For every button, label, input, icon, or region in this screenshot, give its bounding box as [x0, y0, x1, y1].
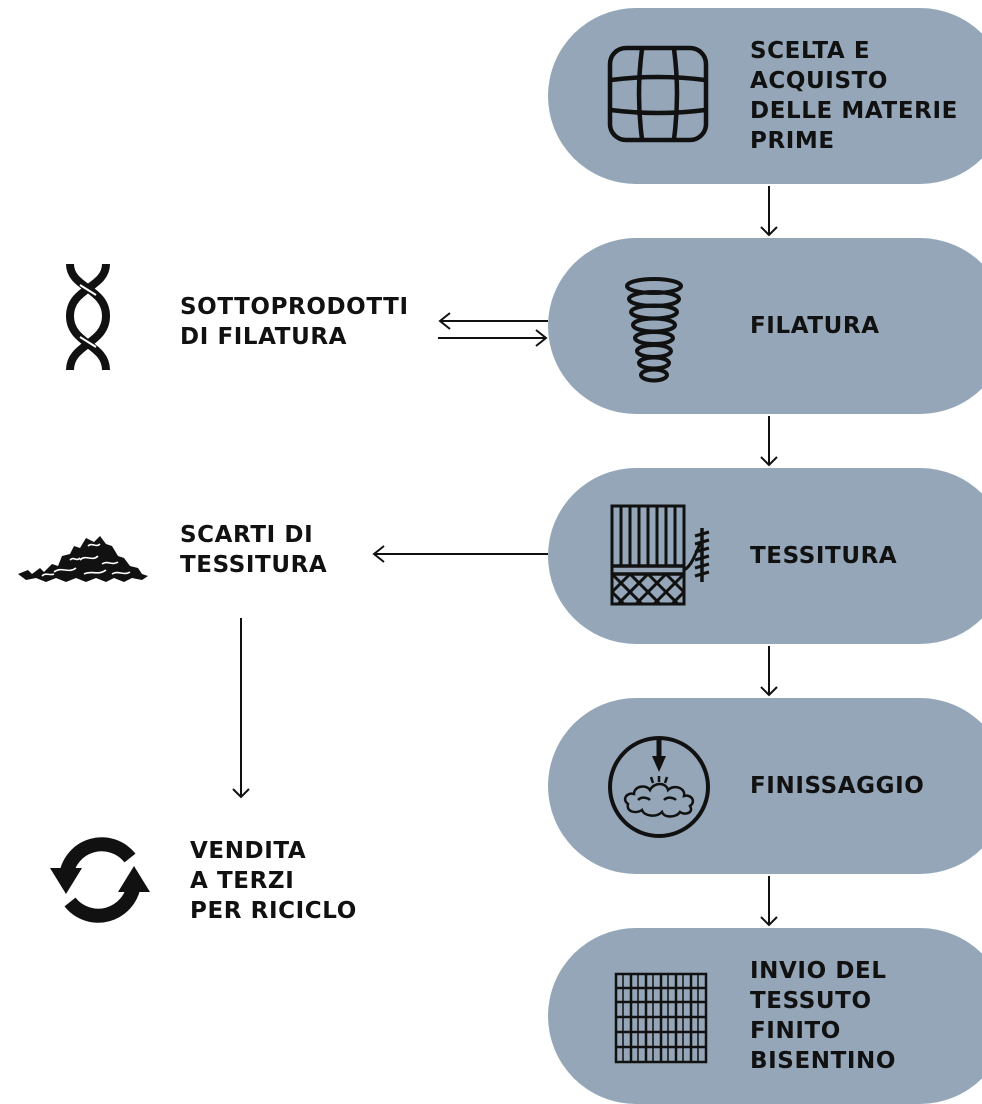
twisted-yarn-icon [58, 258, 118, 380]
flow-step-shipping: INVIO DEL TESSUTO FINITO BISENTINO [548, 928, 982, 1104]
arrow-4-to-5 [760, 876, 778, 927]
arrow-scraps-to-resale [232, 618, 250, 799]
flow-step-1-line-3: DELLE MATERIE [750, 98, 958, 124]
recycle-arrows-icon [44, 832, 156, 932]
flow-step-raw-materials: SCELTA E ACQUISTO DELLE MATERIE PRIME [548, 8, 982, 184]
flow-step-1-line-1: SCELTA E [750, 38, 871, 64]
wool-bale-icon [606, 44, 710, 148]
scraps-label: SCARTI DI TESSITURA [180, 520, 327, 580]
flow-step-5-line-2: TESSUTO [750, 988, 872, 1014]
scraps-line-1: SCARTI DI [180, 522, 314, 548]
fabric-grid-icon [614, 972, 708, 1068]
flow-step-finishing: FINISSAGGIO [548, 698, 982, 874]
resale-label: VENDITA A TERZI PER RICICLO [190, 836, 357, 926]
flow-step-5-line-3: FINITO [750, 1018, 841, 1044]
arrow-2-to-3 [760, 416, 778, 467]
flow-step-5-line-4: BISENTINO [750, 1048, 897, 1074]
finishing-spray-icon [606, 734, 712, 844]
flow-step-weaving: TESSITURA [548, 468, 982, 644]
byproducts-label: SOTTOPRODOTTI DI FILATURA [180, 292, 409, 352]
arrow-1-to-2 [760, 186, 778, 237]
resale-line-3: PER RICICLO [190, 898, 357, 924]
flow-step-4-line-1: FINISSAGGIO [750, 773, 925, 799]
arrow-3-to-4 [760, 646, 778, 697]
scrap-pile-icon [14, 530, 150, 590]
resale-line-1: VENDITA [190, 838, 307, 864]
flow-step-1-line-2: ACQUISTO [750, 68, 889, 94]
arrow-filatura-to-byproducts [438, 312, 548, 330]
yarn-spool-icon [624, 276, 684, 390]
scraps-line-2: TESSITURA [180, 552, 328, 578]
flow-step-1-line-4: PRIME [750, 128, 835, 154]
byproducts-line-2: DI FILATURA [180, 324, 348, 350]
loom-icon [610, 504, 718, 612]
byproducts-line-1: SOTTOPRODOTTI [180, 294, 409, 320]
flow-step-spinning: FILATURA [548, 238, 982, 414]
flow-step-5-line-1: INVIO DEL [750, 958, 887, 984]
flow-step-3-line-1: TESSITURA [750, 543, 898, 569]
resale-line-2: A TERZI [190, 868, 295, 894]
arrow-tessitura-to-scraps [372, 545, 548, 563]
arrow-byproducts-to-filatura [438, 329, 548, 347]
flow-step-2-line-1: FILATURA [750, 313, 880, 339]
